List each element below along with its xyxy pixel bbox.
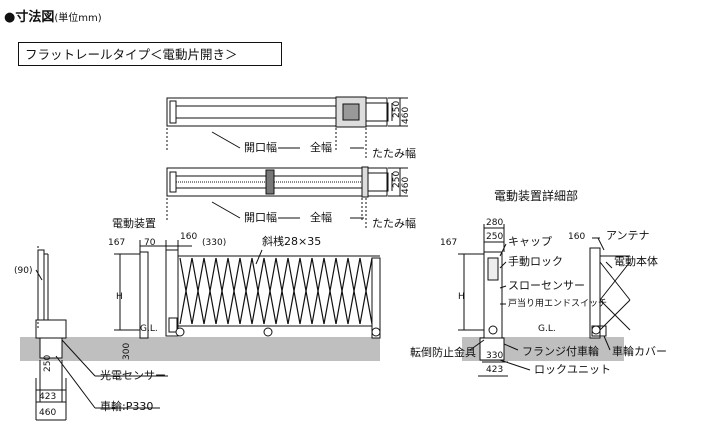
offset-90-label: (90) bbox=[14, 266, 33, 276]
cap-label: キャップ bbox=[508, 235, 552, 248]
tv2-open-width-label: 開口幅 bbox=[244, 211, 277, 224]
side-dim-460: 460 bbox=[39, 408, 57, 418]
tv1-open-width-label: 開口幅 bbox=[244, 141, 277, 154]
tv2-total-width-label: 全幅 bbox=[310, 211, 332, 224]
tv1-folded-width-label: たたみ幅 bbox=[372, 147, 416, 160]
front-dim-330: (330) bbox=[202, 238, 227, 248]
front-h-label: H bbox=[116, 292, 123, 302]
type-label-box: フラットレールタイプ＜電動片開き＞ bbox=[18, 42, 282, 66]
detail-dim-160: 160 bbox=[568, 232, 586, 242]
lock-unit-label: ロックユニット bbox=[534, 363, 611, 376]
tv1-depth-460: 460 bbox=[401, 106, 411, 124]
side-dim-250: 250 bbox=[43, 354, 53, 372]
detail-dim-280: 280 bbox=[486, 218, 504, 228]
tv2-depth-250: 250 bbox=[392, 170, 402, 188]
detail-motor-body bbox=[589, 237, 631, 351]
slow-sensor-label: スローセンサー bbox=[508, 279, 585, 292]
antenna-label: アンテナ bbox=[606, 229, 650, 242]
detail-title: 電動装置詳細部 bbox=[494, 189, 579, 203]
top-view-folded bbox=[166, 96, 408, 160]
page-title: 寸法図 bbox=[15, 10, 55, 25]
detail-dim-250: 250 bbox=[486, 232, 504, 242]
drive-unit-label: 電動装置 bbox=[112, 217, 156, 230]
tv1-total-width-label: 全幅 bbox=[310, 141, 332, 154]
wheel-cover-label: 車輪カバー bbox=[612, 345, 667, 358]
unit-note: (単位mm) bbox=[54, 13, 102, 24]
detail-drive-unit bbox=[458, 224, 531, 377]
detail-gl-label: G.L. bbox=[538, 324, 556, 334]
detail-dim-167: 167 bbox=[440, 238, 458, 248]
front-dim-70: 70 bbox=[144, 238, 156, 248]
photo-sensor-label: 光電センサー bbox=[100, 369, 166, 382]
motor-body-label: 電動本体 bbox=[614, 255, 658, 268]
detail-dim-423: 423 bbox=[486, 365, 504, 375]
wheel-label: 車輪:P330 bbox=[100, 400, 154, 413]
ground-depth-300: 300 bbox=[122, 342, 132, 360]
flanged-wheel-label: フランジ付車輪 bbox=[522, 345, 599, 358]
side-view bbox=[35, 246, 168, 421]
top-view-open bbox=[166, 166, 408, 230]
tv1-depth-250: 250 bbox=[392, 100, 402, 118]
detail-h-label: H bbox=[458, 292, 465, 302]
front-dim-167: 167 bbox=[108, 238, 126, 248]
front-view bbox=[114, 240, 381, 339]
tv2-depth-460: 460 bbox=[401, 176, 411, 194]
ground-strip-main bbox=[20, 337, 380, 361]
door-stop-switch-label: 戸当り用エンドスイッチ bbox=[508, 299, 608, 309]
detail-dim-330: 330 bbox=[486, 351, 504, 361]
front-gl-label: G.L. bbox=[140, 324, 158, 334]
bullet: ● bbox=[4, 10, 16, 25]
manual-lock-label: 手動ロック bbox=[508, 255, 563, 268]
tv2-folded-width-label: たたみ幅 bbox=[372, 217, 416, 230]
diagonal-bar-label: 斜桟28×35 bbox=[262, 235, 322, 248]
dimension-drawing-title: ●寸法図(単位mm) bbox=[4, 6, 102, 25]
anti-tip-label: 転倒防止金具 bbox=[410, 346, 476, 359]
side-dim-423: 423 bbox=[39, 392, 57, 402]
front-dim-160: 160 bbox=[180, 232, 198, 242]
